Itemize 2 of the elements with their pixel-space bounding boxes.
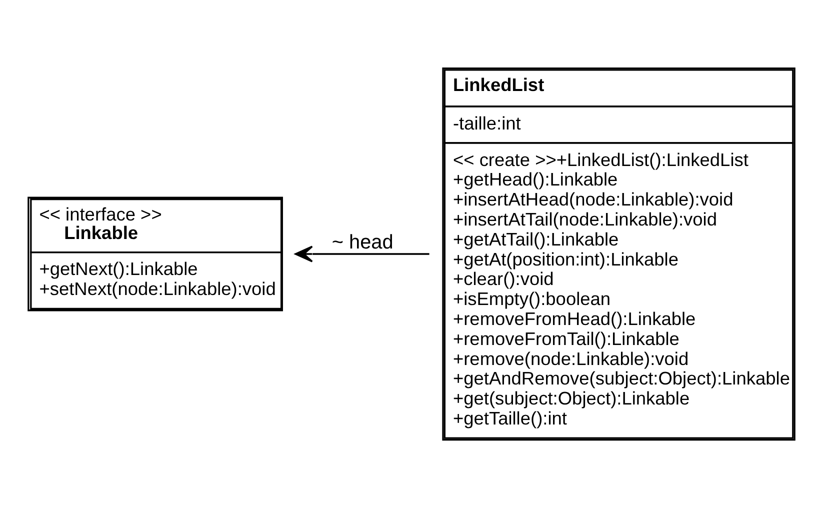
edge-label: ~ head [332,231,394,254]
arrow [294,246,430,262]
